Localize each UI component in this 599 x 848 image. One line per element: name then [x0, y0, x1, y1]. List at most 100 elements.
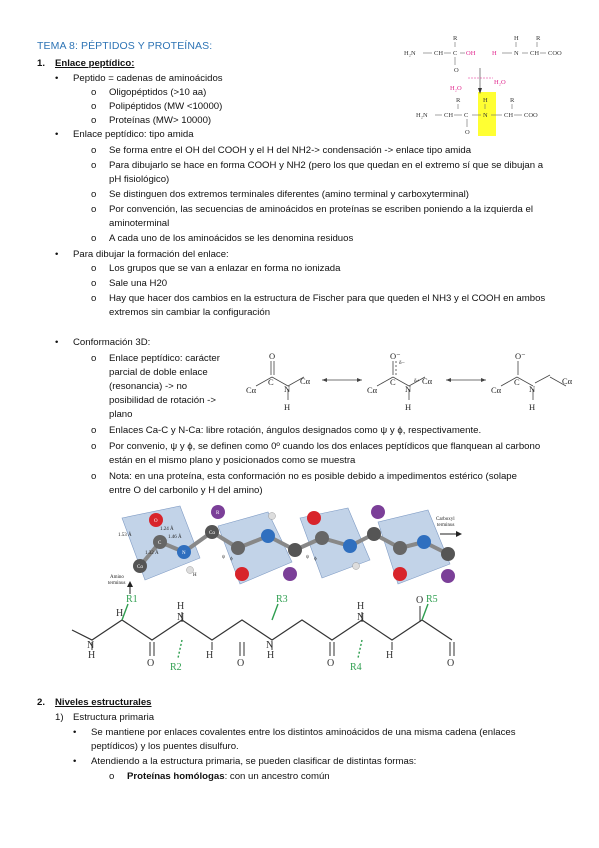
- bond-length: 1.32 Å: [145, 550, 159, 556]
- circle-marker: o: [91, 145, 97, 156]
- r-label: R: [536, 35, 541, 42]
- ca-label: Cα: [422, 376, 433, 386]
- sub-item-continued: (resonancia) -> no: [109, 381, 188, 392]
- r-group-label: R4: [350, 662, 362, 673]
- o-label: O: [237, 658, 244, 669]
- bond-length: 1.24 Å: [160, 526, 174, 532]
- angle-label: ψ: [222, 555, 226, 560]
- circle-marker: o: [91, 160, 97, 171]
- nitrogen-label: N: [284, 384, 290, 394]
- atom-n: [417, 535, 431, 549]
- n-label: N: [266, 640, 273, 651]
- circle-marker: o: [91, 101, 97, 112]
- atom-r: [441, 569, 455, 583]
- circle-marker: o: [91, 353, 97, 364]
- sub-item-continued: parcial de doble enlace: [109, 367, 208, 378]
- circle-marker: o: [91, 115, 97, 126]
- sub-item: Nota: en una proteína, esta conformación…: [109, 471, 517, 482]
- formula-text: COO: [524, 112, 538, 119]
- sub-item: Sale una H20: [109, 278, 168, 289]
- sub-item: Enlace peptídico: carácter: [109, 353, 220, 364]
- ca-label: Cα: [562, 376, 573, 386]
- amino-label: Amino: [110, 575, 124, 580]
- formula-text: OH: [466, 50, 476, 57]
- h-label: H: [514, 35, 519, 42]
- atom-c: [441, 547, 455, 561]
- atom-c: [205, 525, 219, 539]
- r-group-label: R5: [426, 594, 438, 605]
- nitrogen-label: N: [405, 384, 411, 394]
- sub-item: A cada uno de los aminoácidos se les den…: [109, 233, 354, 244]
- circle-marker: o: [109, 771, 115, 782]
- bullet-marker: •: [73, 727, 77, 738]
- bullet-text: Para dibujar la formación del enlace:: [73, 249, 229, 260]
- circle-marker: o: [91, 87, 97, 98]
- peptide-plane: [217, 511, 293, 585]
- atom-label: R: [216, 511, 220, 516]
- h-label: H: [483, 97, 488, 104]
- carboxyl-terminus-label: terminus: [437, 523, 455, 528]
- amino-terminus-label: terminus: [108, 581, 126, 586]
- h-label: H: [116, 608, 123, 619]
- formula-text: CH: [530, 50, 539, 57]
- carbon-label: C: [514, 377, 520, 387]
- atom-c: [367, 527, 381, 541]
- atom-o: [149, 513, 163, 527]
- section-heading: Niveles estructurales: [55, 697, 152, 708]
- sub-item: Los grupos que se van a enlazar en forma…: [109, 263, 341, 274]
- subsection-number: 1): [55, 712, 64, 723]
- oxygen-label: O⁻: [390, 351, 401, 361]
- bold-term: Proteínas homólogas: [127, 771, 225, 782]
- atom-r: [211, 505, 225, 519]
- atom-h: [352, 562, 360, 570]
- atom-c: [393, 541, 407, 555]
- amide-highlight: [478, 92, 496, 136]
- angle-label: ϕ: [230, 557, 233, 562]
- sub-item-continued: extremos sin cambiar la configuración: [109, 307, 271, 318]
- circle-marker: o: [91, 189, 97, 200]
- atom-h: [268, 512, 276, 520]
- circle-marker: o: [91, 204, 97, 215]
- o-label: O: [454, 67, 459, 74]
- hydrogen-label: H: [529, 402, 535, 412]
- bullet-text: Atendiendo a la estructura primaria, se …: [91, 756, 417, 767]
- atom-o: [235, 567, 249, 581]
- angle-label: ψ: [306, 555, 310, 560]
- page-title: TEMA 8: PÉPTIDOS Y PROTEÍNAS:: [37, 40, 213, 52]
- ca-label: Cα: [300, 376, 311, 386]
- atom-c: [231, 541, 245, 555]
- circle-marker: o: [91, 425, 97, 436]
- h-label: H: [357, 601, 364, 612]
- o-label: O: [416, 595, 423, 606]
- atom-r: [283, 567, 297, 581]
- formula-text: COO: [548, 50, 562, 57]
- ca-label: Cα: [367, 385, 378, 395]
- atom-label: Cα: [137, 565, 143, 570]
- carbon-label: C: [390, 377, 396, 387]
- formula-text: N: [514, 50, 519, 57]
- bond-length: 1.53 Å: [118, 532, 132, 538]
- section-heading: Enlace peptídico:: [55, 58, 135, 69]
- bond-length: 1.46 Å: [168, 534, 182, 540]
- hydrogen-label: H: [284, 402, 290, 412]
- o-label: O: [327, 658, 334, 669]
- atom-n: [343, 539, 357, 553]
- sub-item: Se distinguen dos extremos terminales di…: [109, 189, 469, 200]
- sub-item-continued: entre O del carbonilo y H del amino): [109, 485, 263, 496]
- n-label: N: [357, 612, 364, 623]
- formula-text: H: [492, 50, 497, 57]
- r-group-label: R2: [170, 662, 182, 673]
- n-label: N: [87, 640, 94, 651]
- r-label: R: [510, 97, 515, 104]
- r-group-label: R3: [276, 594, 288, 605]
- h-label: H: [386, 650, 393, 661]
- term-definition: : con un ancestro común: [224, 771, 330, 782]
- r-label: R: [456, 97, 461, 104]
- atom-o: [393, 567, 407, 581]
- formula-text: CH: [434, 50, 443, 57]
- resonance-figure: O Cα C N Cα H O⁻ Cα C N Cα H O⁻ Cα C N C…: [246, 351, 573, 412]
- formula-text: CH: [504, 112, 513, 119]
- r-group-label: R1: [126, 594, 138, 605]
- bullet-marker: •: [55, 337, 59, 348]
